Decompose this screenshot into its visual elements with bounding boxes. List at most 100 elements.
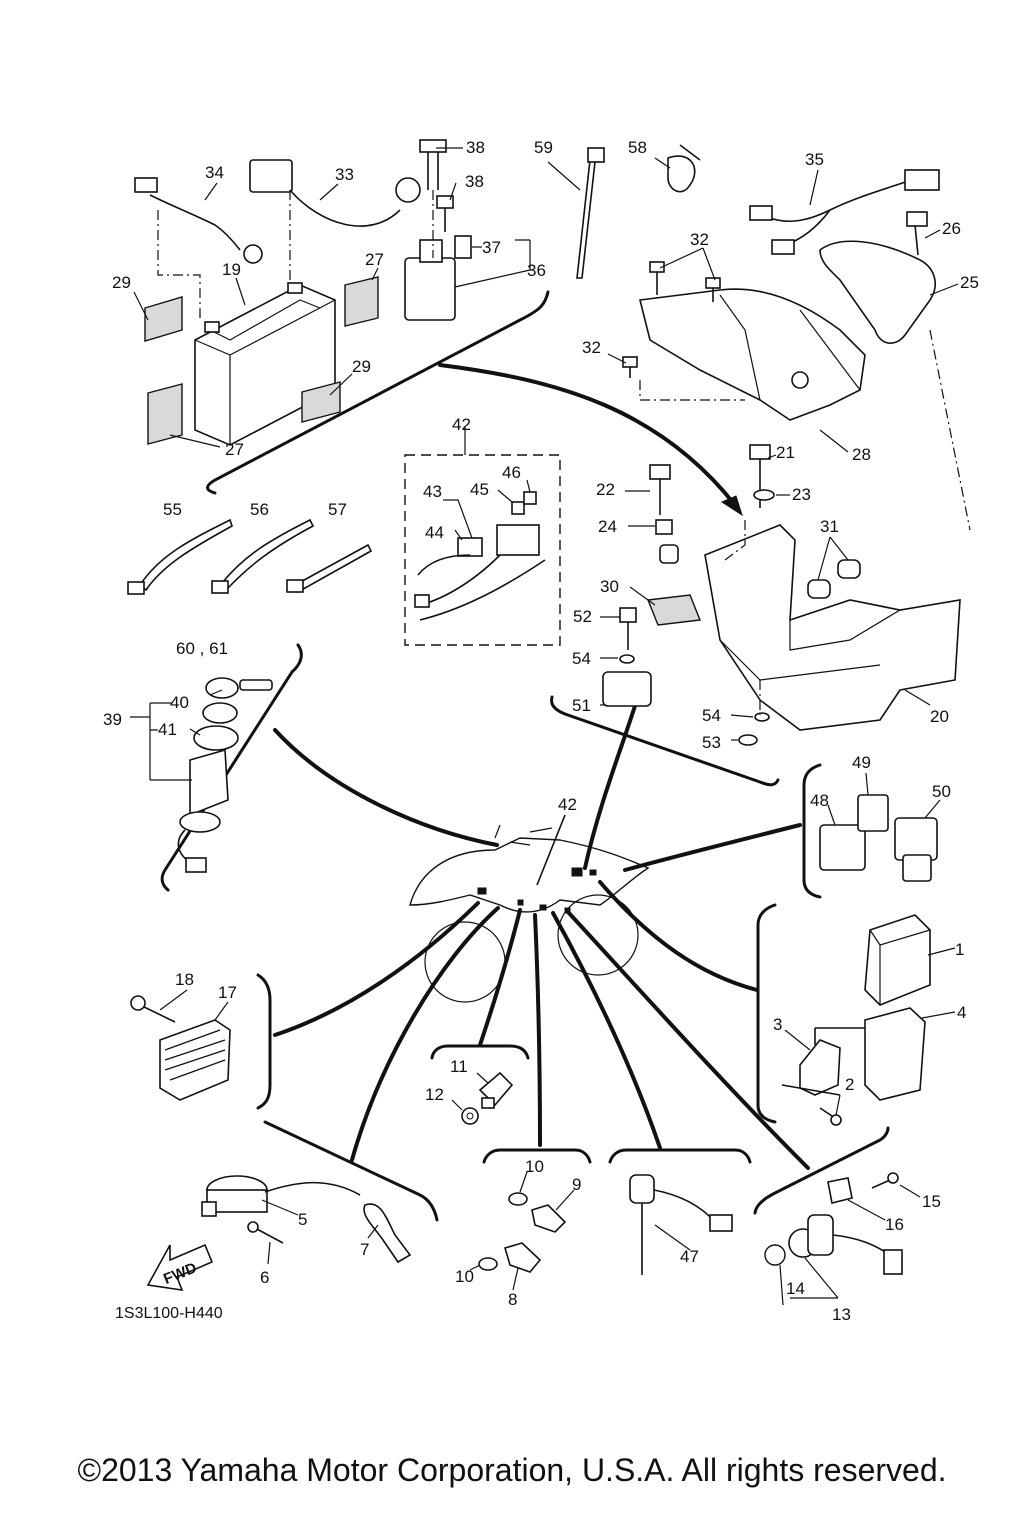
rectifier-group (130, 995, 231, 1101)
battery-terminal-neg (204, 321, 220, 333)
connector-switches (533, 913, 542, 1147)
damper-31a (807, 579, 831, 599)
callout-26: 26 (942, 219, 961, 238)
callout-24: 24 (598, 517, 617, 536)
callout-5: 5 (298, 1210, 307, 1229)
callout-35: 35 (805, 150, 824, 169)
connector-tray (583, 688, 642, 870)
callout-48: 48 (810, 791, 829, 810)
relay-49 (857, 794, 889, 832)
bracket-28-edges (719, 294, 861, 401)
coil-body (206, 1189, 268, 1213)
callout-2: 2 (845, 1075, 854, 1094)
callout-6: 6 (260, 1268, 269, 1287)
switch-47-coupler (709, 1214, 733, 1232)
callout-57: 57 (328, 500, 347, 519)
callout-38-b: 38 (465, 172, 484, 191)
group-connector-lines (273, 363, 810, 1170)
fuse-43 (457, 537, 483, 557)
leader-32 (639, 380, 745, 401)
mark-crank (564, 907, 571, 914)
starter-cable-boot (249, 159, 293, 193)
callout-28: 28 (852, 445, 871, 464)
front-wheel (557, 894, 639, 976)
fuse-box (496, 524, 540, 556)
relay-51 (602, 671, 652, 707)
bolt-15 (871, 1179, 891, 1189)
arrowhead-battery-tray (720, 495, 743, 517)
battery-top-rim (209, 299, 321, 341)
battery-edges (194, 299, 336, 445)
switch-group (478, 1192, 567, 1273)
pad-30 (647, 594, 701, 626)
callout-20: 20 (930, 707, 949, 726)
callout-25: 25 (960, 273, 979, 292)
sidestand-switch-47 (629, 1174, 655, 1204)
fuse-46 (523, 491, 537, 505)
bracket-relays (802, 763, 822, 899)
gasket-10b (478, 1257, 498, 1271)
battery-pad-top (344, 276, 379, 327)
bracket-coil (263, 1120, 439, 1222)
relay-50-base (902, 854, 932, 882)
callout-47: 47 (680, 1247, 699, 1266)
mark-rectifier (477, 887, 487, 895)
bracket-switches (482, 1148, 592, 1164)
bracket-28-grommet (791, 371, 809, 389)
callout-44: 44 (425, 523, 444, 542)
clamp-58 (667, 155, 696, 193)
clamp-16 (827, 1177, 853, 1204)
ring-41 (193, 725, 239, 751)
cable-terminal (134, 177, 158, 193)
callout-38-a: 38 (466, 138, 485, 157)
bolt-18-head (130, 995, 146, 1011)
battery-positive-cable (289, 189, 401, 227)
plug-lead (264, 1181, 361, 1196)
fuse-45 (511, 501, 525, 515)
bracket-3 (799, 1039, 841, 1096)
ignition-switch-group (177, 677, 273, 873)
callout-32-a: 32 (690, 230, 709, 249)
callout-54-b: 54 (702, 706, 721, 725)
group-brackets (160, 290, 890, 1222)
cable-ring-terminal (243, 244, 263, 264)
bolt-22-head (649, 464, 671, 480)
bolt-52-head (619, 607, 637, 623)
leaders-tray (724, 520, 761, 715)
bracket-28 (639, 288, 866, 421)
starter-relay-top (419, 239, 443, 263)
clamp-58-tail (679, 144, 701, 161)
connector-rectifier (273, 901, 480, 1037)
nut-53 (738, 734, 758, 746)
cable-eye (395, 177, 421, 203)
sensor-11-group (461, 1071, 514, 1125)
motorcycle-body (409, 837, 650, 913)
callout-46: 46 (502, 463, 521, 482)
washer-23 (753, 489, 775, 501)
mark-switch (539, 904, 547, 911)
callout-7: 7 (360, 1240, 369, 1259)
callout-59: 59 (534, 138, 553, 157)
switch-8 (504, 1242, 542, 1273)
coil-group (146, 1175, 412, 1291)
callout-32-b: 32 (582, 338, 601, 357)
leader-25 (929, 329, 971, 531)
callout-39: 39 (103, 710, 122, 729)
connector-ecu (598, 880, 759, 992)
ecu-edges (869, 929, 931, 1005)
switch-base (179, 811, 221, 833)
rear-wheel (424, 921, 506, 1003)
sidestand-switch-group (629, 1174, 733, 1275)
bracket-crank-sensor (753, 1126, 890, 1215)
callout-33: 33 (335, 165, 354, 184)
callout-43: 43 (423, 482, 442, 501)
cable-tie-55 (138, 518, 233, 592)
mark-relay (589, 869, 597, 876)
connector-battery-to-tray (438, 363, 737, 507)
callout-54-a: 54 (572, 649, 591, 668)
bolt-32b (705, 277, 721, 289)
tie-56-head (211, 580, 229, 594)
fuse-box-dashed-frame (404, 454, 561, 646)
relay-48 (819, 824, 866, 871)
